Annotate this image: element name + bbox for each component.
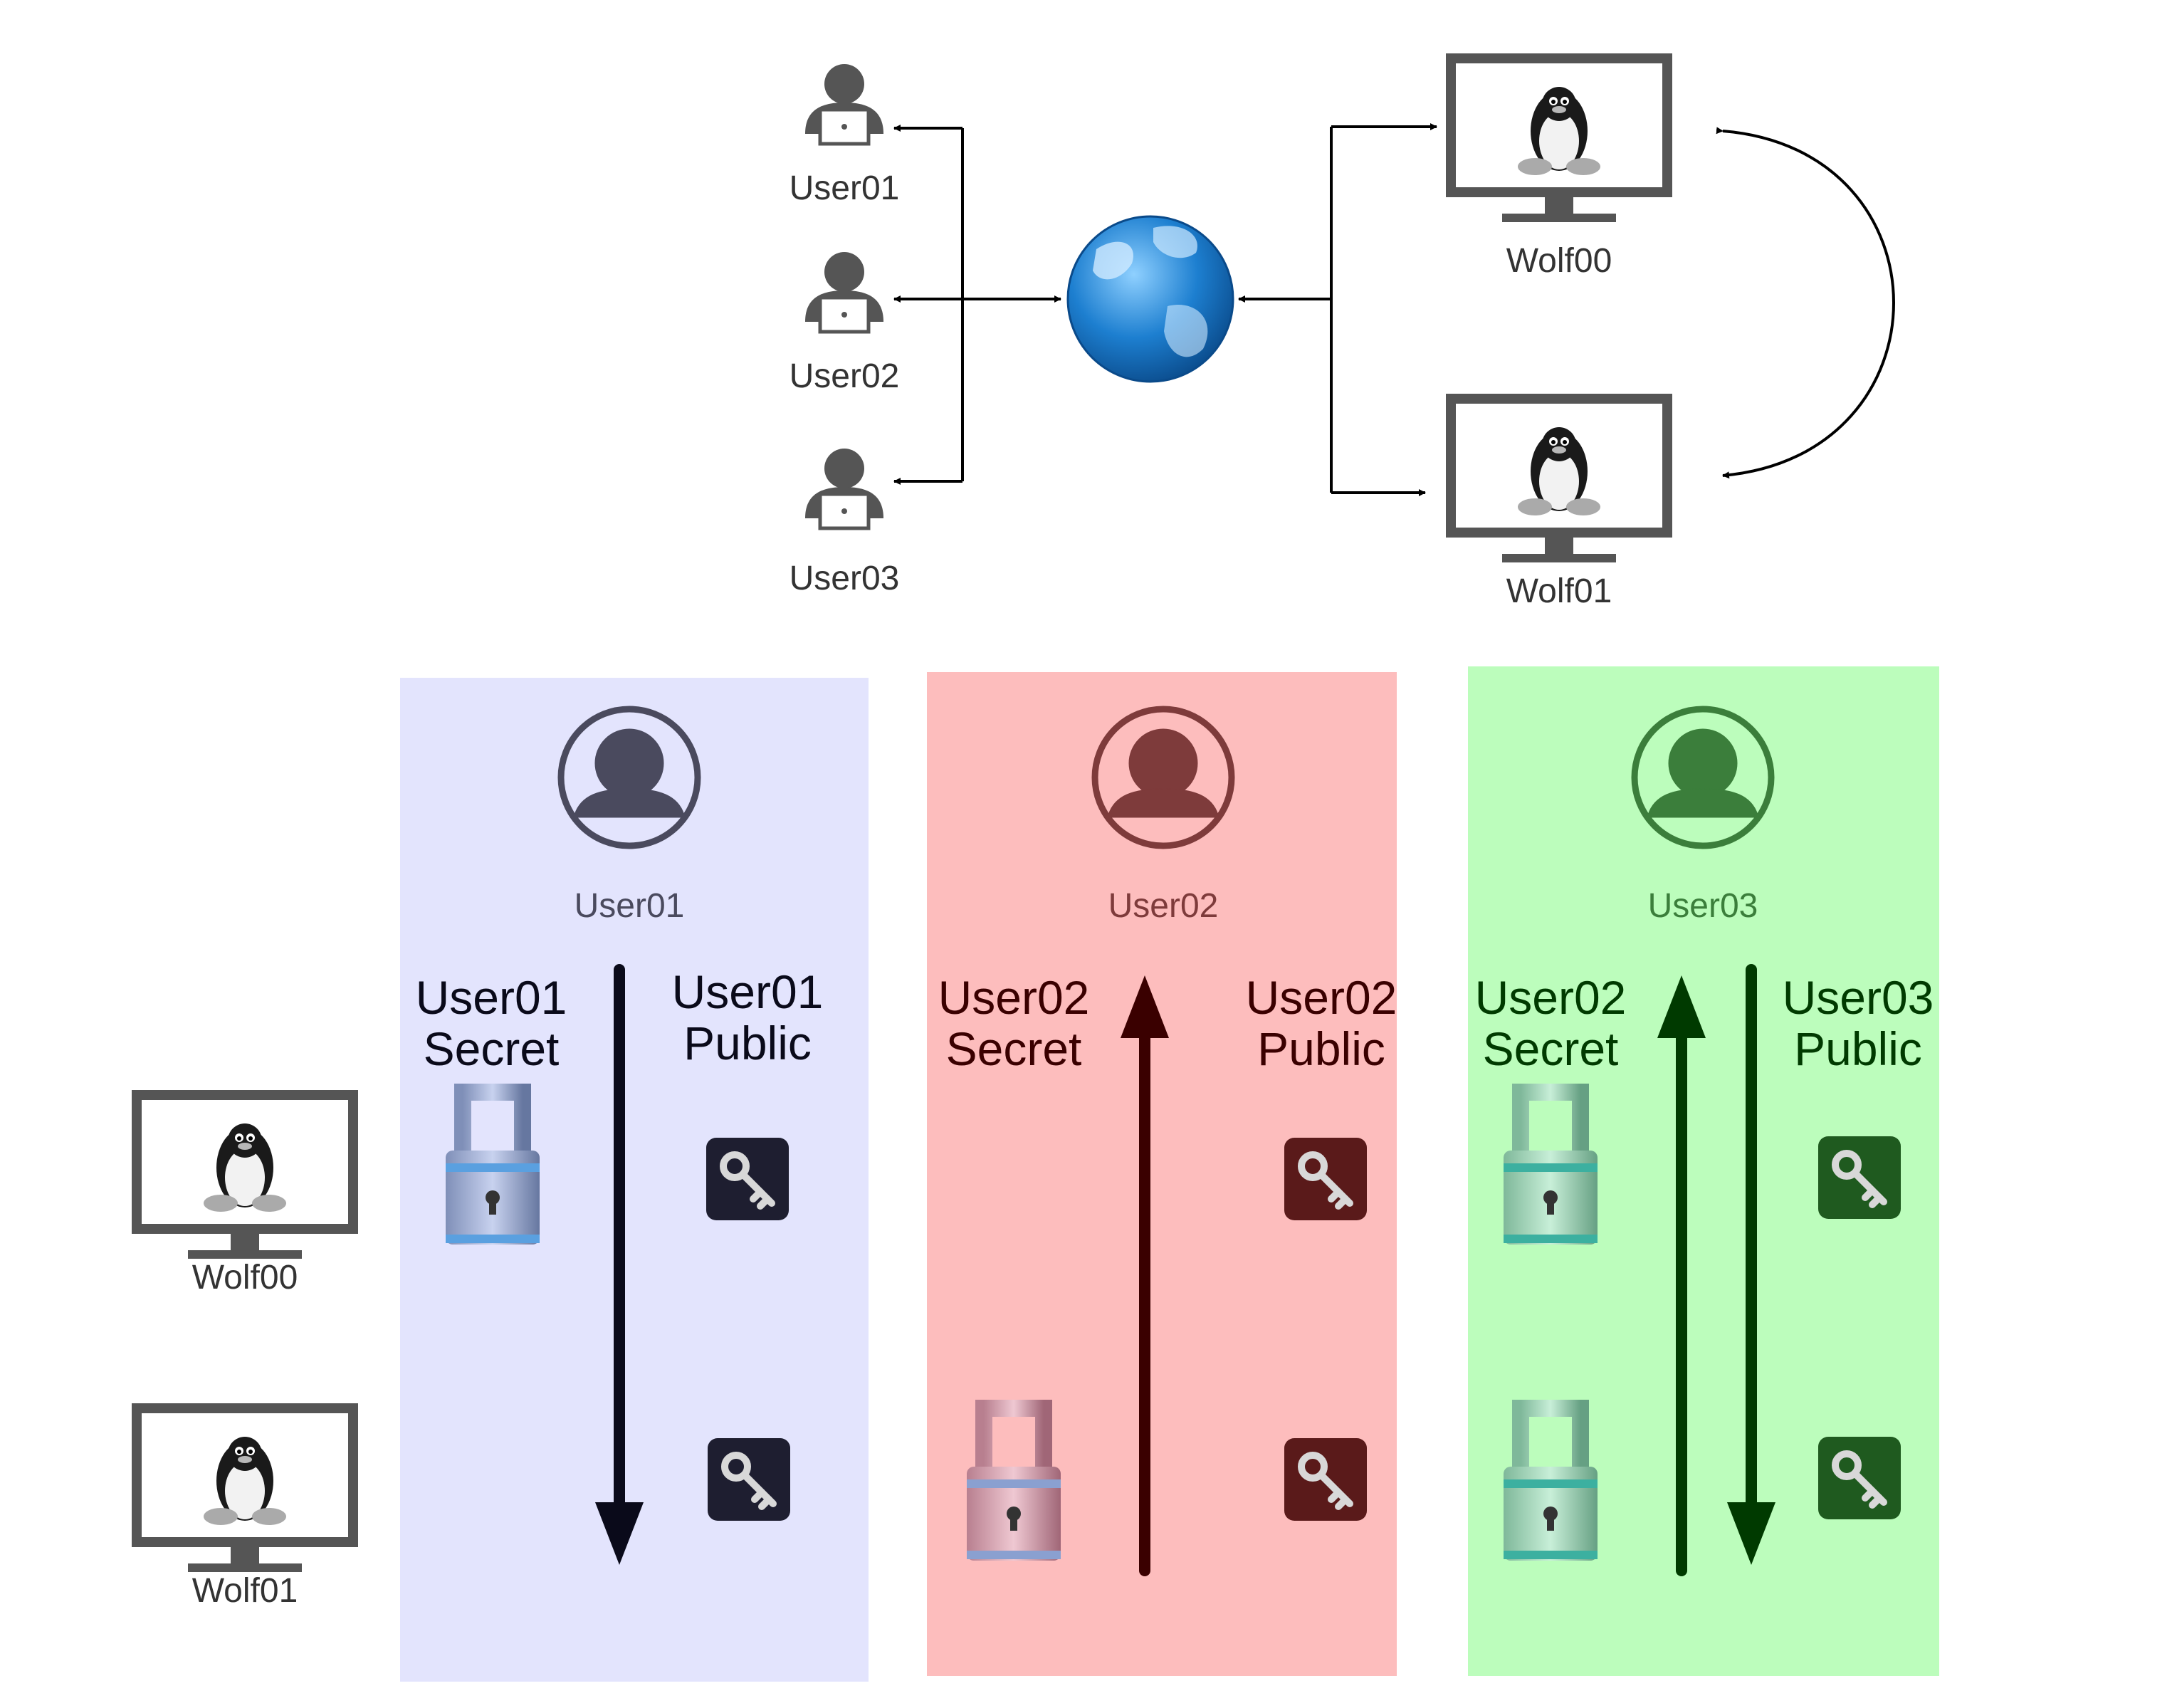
key-icon <box>706 1138 789 1220</box>
panel-user-label: User03 <box>1648 887 1758 925</box>
user-panel-3: User03 User02 Secret User03 Public <box>1468 666 1939 1676</box>
lock-icon <box>1504 1400 1598 1561</box>
network-user-3: User03 <box>790 449 900 597</box>
linux-monitor-icon <box>137 1408 353 1572</box>
network-server-label: Wolf00 <box>1506 242 1612 280</box>
public-label-line1: User03 <box>1783 971 1934 1024</box>
public-label-line1: User02 <box>1246 971 1397 1024</box>
laptop-user-icon <box>805 64 883 144</box>
key-icon <box>1818 1136 1901 1219</box>
key-icon <box>1284 1138 1367 1220</box>
secret-label-line2: Secret <box>946 1022 1082 1075</box>
key-icon <box>708 1438 790 1521</box>
panel-user-label: User02 <box>1108 887 1219 925</box>
network-user-label: User01 <box>790 169 900 207</box>
flow-arrow-up <box>1657 975 1706 1576</box>
side-server-label: Wolf01 <box>192 1572 298 1610</box>
network-server-label: Wolf01 <box>1506 572 1612 610</box>
secret-label-line2: Secret <box>1483 1022 1619 1075</box>
lock-icon <box>967 1400 1061 1561</box>
public-label-line2: Public <box>1257 1022 1385 1075</box>
linux-monitor-icon <box>137 1095 353 1259</box>
globe-icon <box>1066 215 1234 383</box>
secret-label-line1: User02 <box>938 971 1090 1024</box>
laptop-user-icon <box>805 449 883 528</box>
public-label-line2: Public <box>683 1017 812 1069</box>
network-user-2: User02 <box>790 252 900 395</box>
flow-arrow-up <box>1121 975 1169 1576</box>
server-sync-arrow <box>1716 127 1895 479</box>
network-server-2: Wolf01 <box>1451 399 1667 610</box>
panel-user-label: User01 <box>575 887 685 925</box>
linux-monitor-icon <box>1451 399 1667 562</box>
lock-icon <box>1504 1084 1598 1245</box>
user-panel-1: User01 User01 Secret User01 Public <box>400 678 869 1682</box>
network-diagram: User01 User02 User03 Wolf00 Wolf01 <box>790 58 1895 610</box>
side-server-1: Wolf00 <box>137 1095 353 1296</box>
server-bus-connector <box>1238 123 1437 496</box>
secret-label-line1: User01 <box>416 971 567 1024</box>
flow-arrow-down <box>1727 964 1775 1565</box>
public-label-line2: Public <box>1794 1022 1922 1075</box>
linux-monitor-icon <box>1451 58 1667 222</box>
secret-label-line2: Secret <box>424 1022 560 1075</box>
network-server-1: Wolf00 <box>1451 58 1667 280</box>
side-server-2: Wolf01 <box>137 1408 353 1610</box>
secret-label-line1: User02 <box>1475 971 1627 1024</box>
user-panel-2: User02 User02 Secret User02 Public <box>927 672 1397 1676</box>
flow-arrow-down <box>595 964 644 1565</box>
network-user-label: User03 <box>790 560 900 597</box>
key-icon <box>1818 1437 1901 1519</box>
network-user-1: User01 <box>790 64 900 207</box>
user-bus-connector <box>893 125 1061 485</box>
laptop-user-icon <box>805 252 883 332</box>
side-server-label: Wolf00 <box>192 1259 298 1296</box>
key-icon <box>1284 1438 1367 1521</box>
lock-icon <box>446 1084 540 1245</box>
public-label-line1: User01 <box>672 965 824 1018</box>
network-user-label: User02 <box>790 357 900 395</box>
